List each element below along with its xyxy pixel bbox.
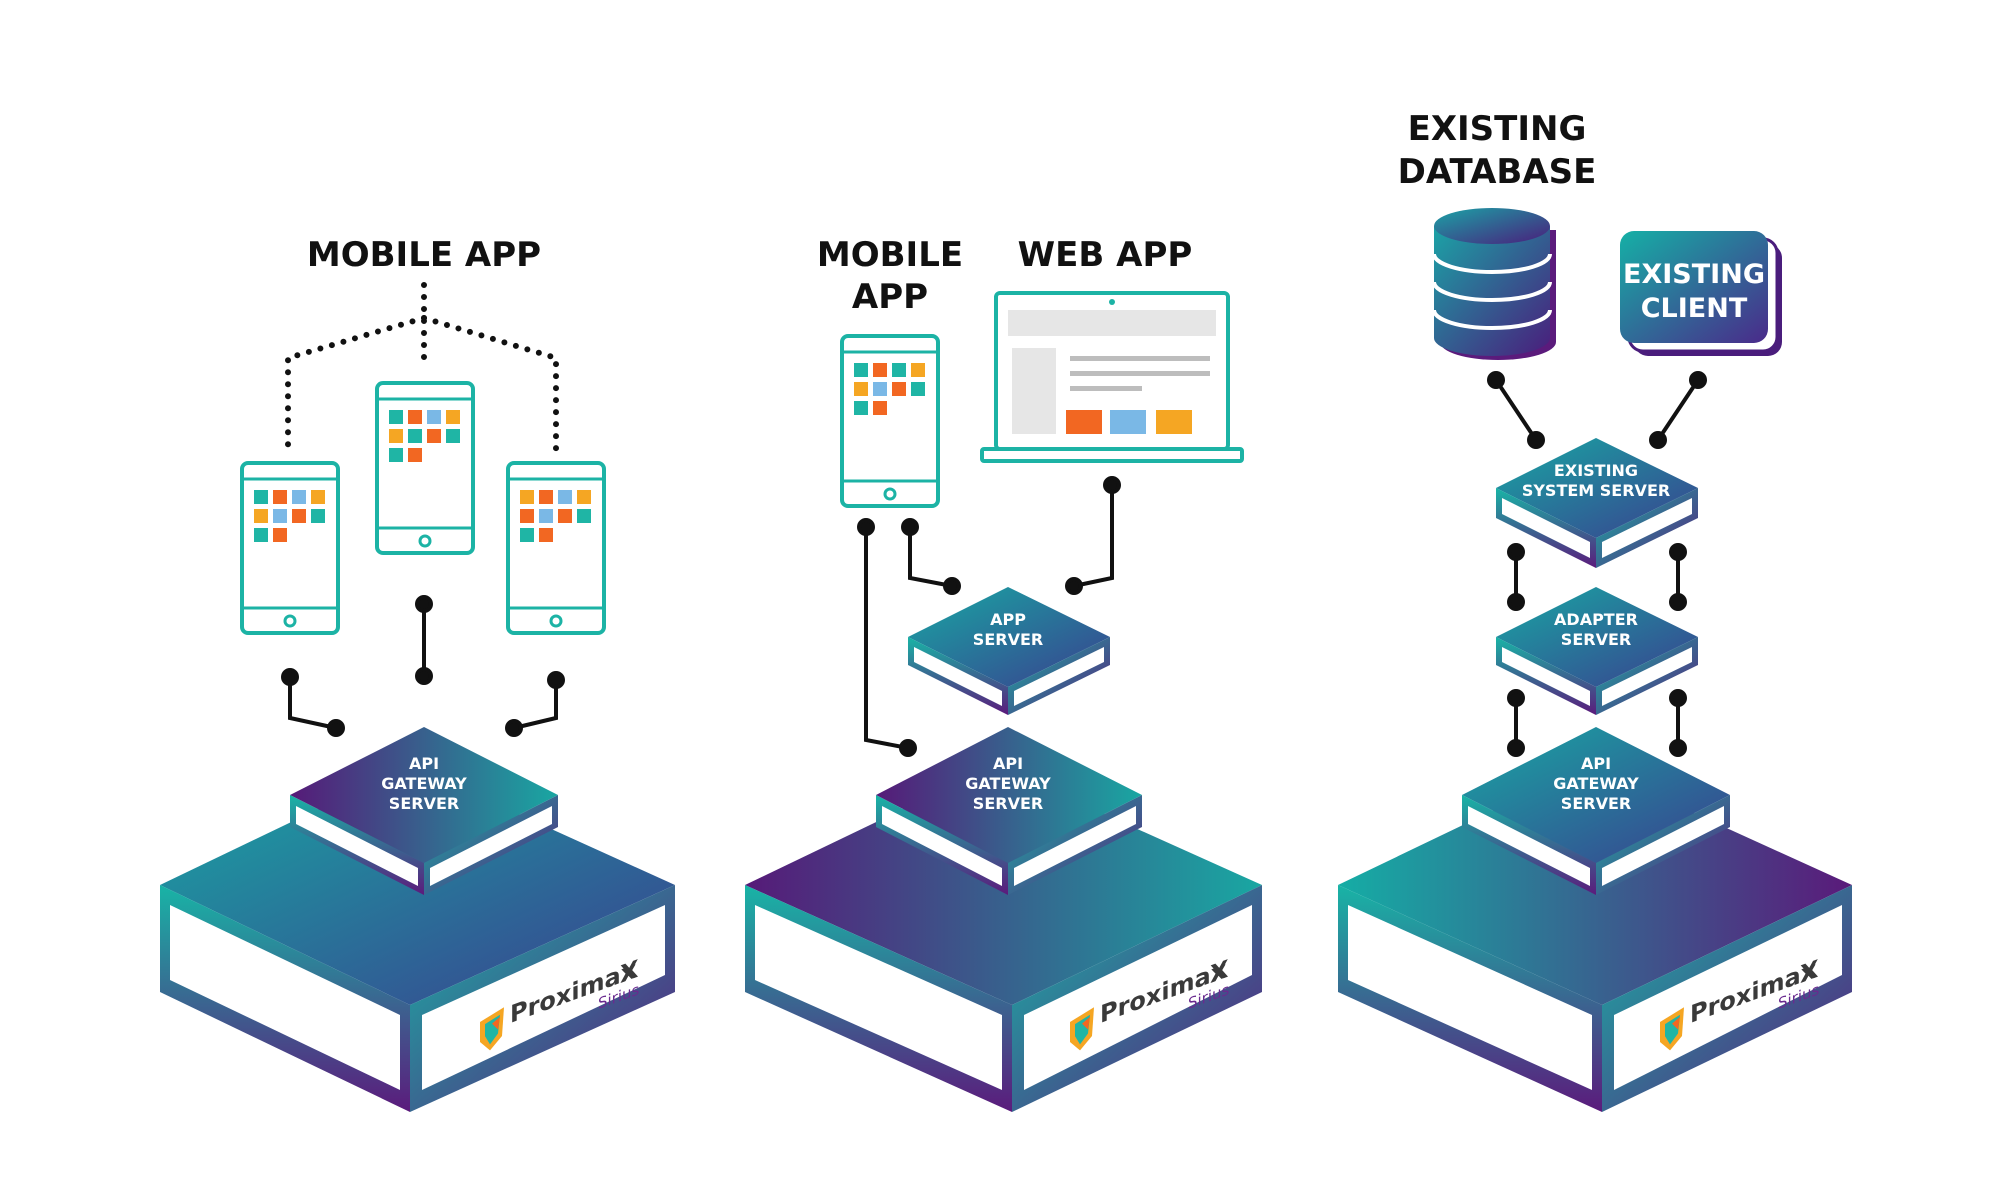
svg-text:APP: APP [852,277,928,317]
api-gateway-server-1: API GATEWAY SERVER [290,727,558,895]
connectors [1487,371,1707,757]
web-button-1 [1066,410,1102,434]
phone-right [506,461,606,635]
phone-center [375,381,475,555]
svg-text:X: X [1800,954,1819,989]
col2-web-heading: WEB APP [1018,235,1193,275]
existing-client-card: EXISTING CLIENT [1620,231,1782,356]
dotted-connector [285,282,559,453]
adapter-server: ADAPTER SERVER [1496,587,1698,715]
svg-text:X: X [1210,954,1229,989]
app-server: APP SERVER [908,587,1110,715]
laptop-web-app [980,291,1244,463]
app-grid-icon [389,410,460,462]
svg-text:DATABASE: DATABASE [1398,152,1597,192]
svg-text:SERVER: SERVER [1561,630,1631,649]
svg-text:API: API [993,754,1023,773]
api-gateway-server-3: API GATEWAY SERVER [1462,727,1730,895]
svg-text:SERVER: SERVER [973,630,1043,649]
svg-text:GATEWAY: GATEWAY [965,774,1051,793]
connectors [857,476,1121,757]
svg-text:EXISTING: EXISTING [1554,461,1638,480]
svg-text:GATEWAY: GATEWAY [381,774,467,793]
phone [840,334,940,508]
existing-system-server: EXISTING SYSTEM SERVER [1496,438,1698,568]
svg-text:EXISTING: EXISTING [1623,259,1765,290]
column-3: EXISTING DATABASE EXISTING CLIENT [1338,109,1852,1112]
connectors [281,595,565,737]
svg-text:GATEWAY: GATEWAY [1553,774,1639,793]
phone-left [240,461,340,635]
svg-text:APP: APP [990,610,1026,629]
web-button-2 [1110,410,1146,434]
col3-heading: EXISTING [1408,109,1587,149]
database-icon [1432,208,1556,360]
svg-text:SERVER: SERVER [389,794,459,813]
svg-text:CLIENT: CLIENT [1641,293,1748,324]
svg-text:ADAPTER: ADAPTER [1554,610,1638,629]
app-grid-icon [520,490,591,542]
svg-text:SERVER: SERVER [1561,794,1631,813]
col1-heading: MOBILE APP [307,235,541,275]
app-grid-icon [254,490,325,542]
col2-mobile-heading: MOBILE [817,235,963,275]
api-gateway-server-2: API GATEWAY SERVER [876,727,1142,895]
app-grid-icon [854,363,925,415]
svg-text:SERVER: SERVER [973,794,1043,813]
svg-text:SYSTEM SERVER: SYSTEM SERVER [1522,481,1670,500]
web-button-3 [1156,410,1192,434]
svg-text:API: API [1581,754,1611,773]
svg-text:API: API [409,754,439,773]
column-2: MOBILE APP WEB APP [745,235,1262,1112]
column-1: MOBILE APP [160,235,675,1112]
svg-text:X: X [620,954,639,989]
